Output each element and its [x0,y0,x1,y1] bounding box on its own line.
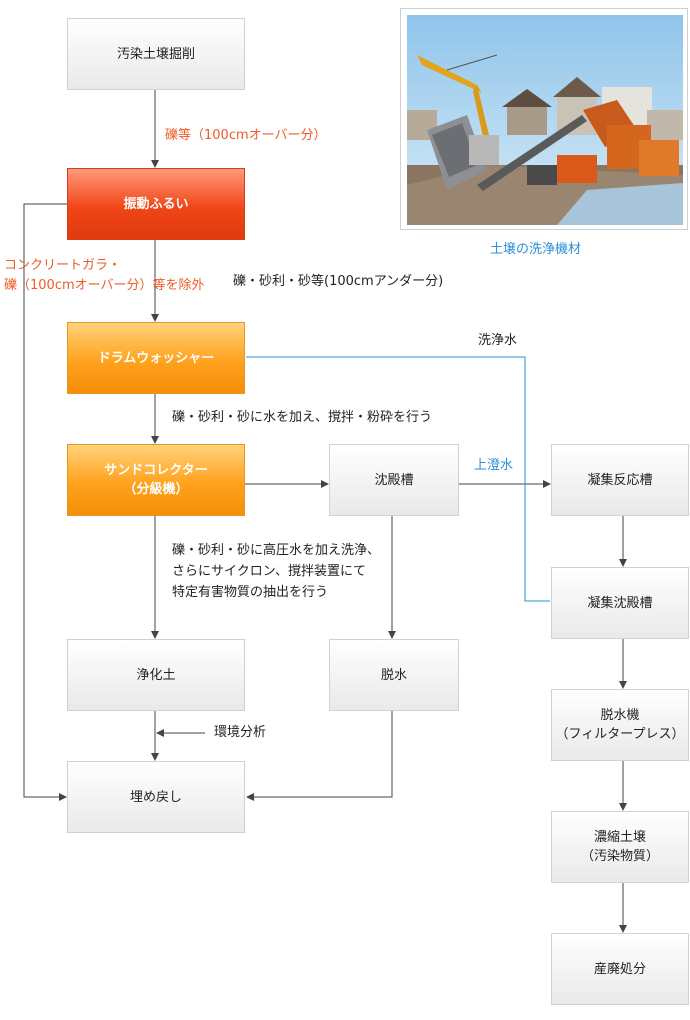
node-industrial-waste: 産廃処分 [551,933,689,1005]
arrow-screen-bypass-to-backfill [23,203,67,801]
node-backfill: 埋め戻し [67,761,245,833]
node-coag-reaction-tank: 凝集反応槽 [551,444,689,516]
node-coag-settling-tank: 凝集沈殿槽 [551,567,689,639]
node-dewatering-machine: 脱水機 （フィルタープレス） [551,689,689,761]
node-dewatering: 脱水 [329,639,459,711]
label-high-pressure: 礫・砂利・砂に高圧水を加え洗浄、 さらにサイクロン、撹拌装置にて 特定有害物質の… [172,543,381,600]
label-wash-water: 洗浄水 [478,333,518,348]
label-gravel-under: 礫・砂利・砂等(100cmアンダー分) [233,274,444,289]
photo-caption: 土壌の洗浄機材 [490,242,582,257]
wash-water-line [246,356,550,602]
equipment-photo-image [407,15,683,225]
node-vibrating-screen: 振動ふるい [67,168,245,240]
arrow-dewatering-to-backfill [246,710,393,801]
node-drum-washer: ドラムウォッシャー [67,322,245,394]
label-gravel-over: 礫等（100cmオーバー分） [165,128,327,143]
label-supernatant: 上澄水 [474,458,514,473]
node-sand-collector: サンドコレクター （分級機） [67,444,245,516]
node-purified-soil: 浄化土 [67,639,245,711]
label-env-analysis: 環境分析 [214,725,267,740]
label-add-water: 礫・砂利・砂に水を加え、撹拌・粉砕を行う [172,410,433,425]
node-excavation: 汚染土壌掘削 [67,18,245,90]
label-concrete-exclusion: コンクリートガラ・ 礫（100cmオーバー分）等を除外 [4,258,205,293]
node-concentrated-soil: 濃縮土壌 （汚染物質） [551,811,689,883]
equipment-photo [400,8,688,230]
node-settling-tank: 沈殿槽 [329,444,459,516]
